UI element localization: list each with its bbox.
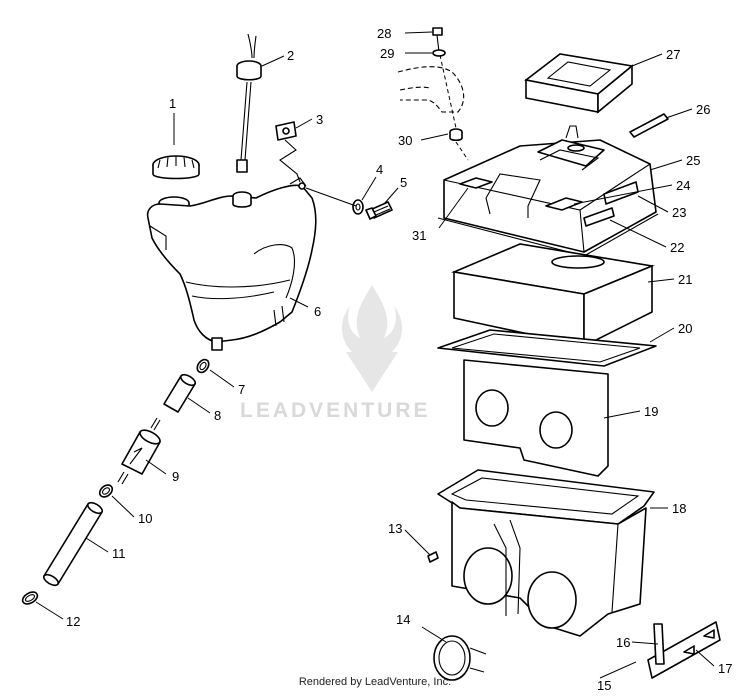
hose-clamp-12[interactable] xyxy=(21,590,40,607)
washer[interactable] xyxy=(352,199,364,215)
plate[interactable] xyxy=(463,359,609,477)
callout-8: 8 xyxy=(214,408,221,423)
callout-16: 16 xyxy=(616,635,630,650)
callout-11: 11 xyxy=(112,546,126,561)
hose-clamp-7[interactable] xyxy=(195,357,211,374)
callout-2: 2 xyxy=(287,48,294,63)
callout-25: 25 xyxy=(686,153,700,168)
callout-7: 7 xyxy=(238,382,245,397)
watermark-v-icon xyxy=(346,352,398,392)
fuel-filter[interactable] xyxy=(117,417,162,485)
strap[interactable] xyxy=(653,623,665,665)
air-box[interactable] xyxy=(437,469,655,637)
callout-5: 5 xyxy=(400,175,407,190)
bracket-assembly[interactable] xyxy=(647,621,721,679)
fuel-line-11[interactable] xyxy=(42,501,104,588)
footer-credit: Rendered by LeadVenture, Inc. xyxy=(298,676,452,688)
hose-clamp-10[interactable] xyxy=(97,483,114,500)
washer-29[interactable] xyxy=(432,49,446,57)
callout-21: 21 xyxy=(678,272,692,287)
callout-18: 18 xyxy=(672,501,686,516)
callout-3: 3 xyxy=(316,112,323,127)
callout-31: 31 xyxy=(412,228,426,243)
leader-lines xyxy=(35,31,715,679)
leadventure-watermark: LEADVENTURE xyxy=(240,285,431,422)
callout-24: 24 xyxy=(676,178,690,193)
callout-4: 4 xyxy=(376,162,383,177)
air-filter-element[interactable] xyxy=(451,243,655,348)
callout-14: 14 xyxy=(396,612,410,627)
boot[interactable] xyxy=(433,635,487,681)
callout-labels: 1 2 3 4 5 6 7 8 9 10 11 12 13 14 15 16 1… xyxy=(66,26,732,693)
callout-20: 20 xyxy=(678,321,692,336)
screw-13[interactable] xyxy=(427,551,439,563)
mounting-bracket[interactable] xyxy=(275,121,301,183)
callout-28: 28 xyxy=(377,26,391,41)
foam-pad[interactable] xyxy=(524,53,634,114)
callout-26: 26 xyxy=(696,102,710,117)
callout-1: 1 xyxy=(169,96,176,111)
callout-19: 19 xyxy=(644,404,658,419)
decal-22[interactable] xyxy=(583,207,615,227)
fuel-cap[interactable] xyxy=(152,155,200,180)
callout-9: 9 xyxy=(172,469,179,484)
grommet[interactable] xyxy=(449,128,463,142)
callout-6: 6 xyxy=(314,304,321,319)
intake-snorkel-reference xyxy=(397,66,465,113)
callout-12: 12 xyxy=(66,614,80,629)
callout-30: 30 xyxy=(398,133,412,148)
watermark-text: LEADVENTURE xyxy=(240,399,431,422)
fuel-gauge-sender[interactable] xyxy=(232,33,262,208)
callout-15: 15 xyxy=(597,678,611,693)
callout-10: 10 xyxy=(138,511,152,526)
callout-22: 22 xyxy=(670,240,684,255)
callout-29: 29 xyxy=(380,46,394,61)
callout-17: 17 xyxy=(718,661,732,676)
watermark-flame-icon xyxy=(342,285,402,380)
fuel-tank[interactable] xyxy=(146,177,317,343)
callout-13: 13 xyxy=(388,521,402,536)
decal-31[interactable] xyxy=(459,177,493,189)
air-box-cover[interactable] xyxy=(443,125,657,253)
gasket[interactable] xyxy=(437,329,657,367)
callout-23: 23 xyxy=(672,205,686,220)
bolt[interactable] xyxy=(365,201,393,220)
strip[interactable] xyxy=(629,113,669,138)
screw-28[interactable] xyxy=(432,27,443,53)
tank-outlet-fitting xyxy=(211,337,223,351)
callout-27: 27 xyxy=(666,47,680,62)
fuel-line-8[interactable] xyxy=(163,373,197,413)
